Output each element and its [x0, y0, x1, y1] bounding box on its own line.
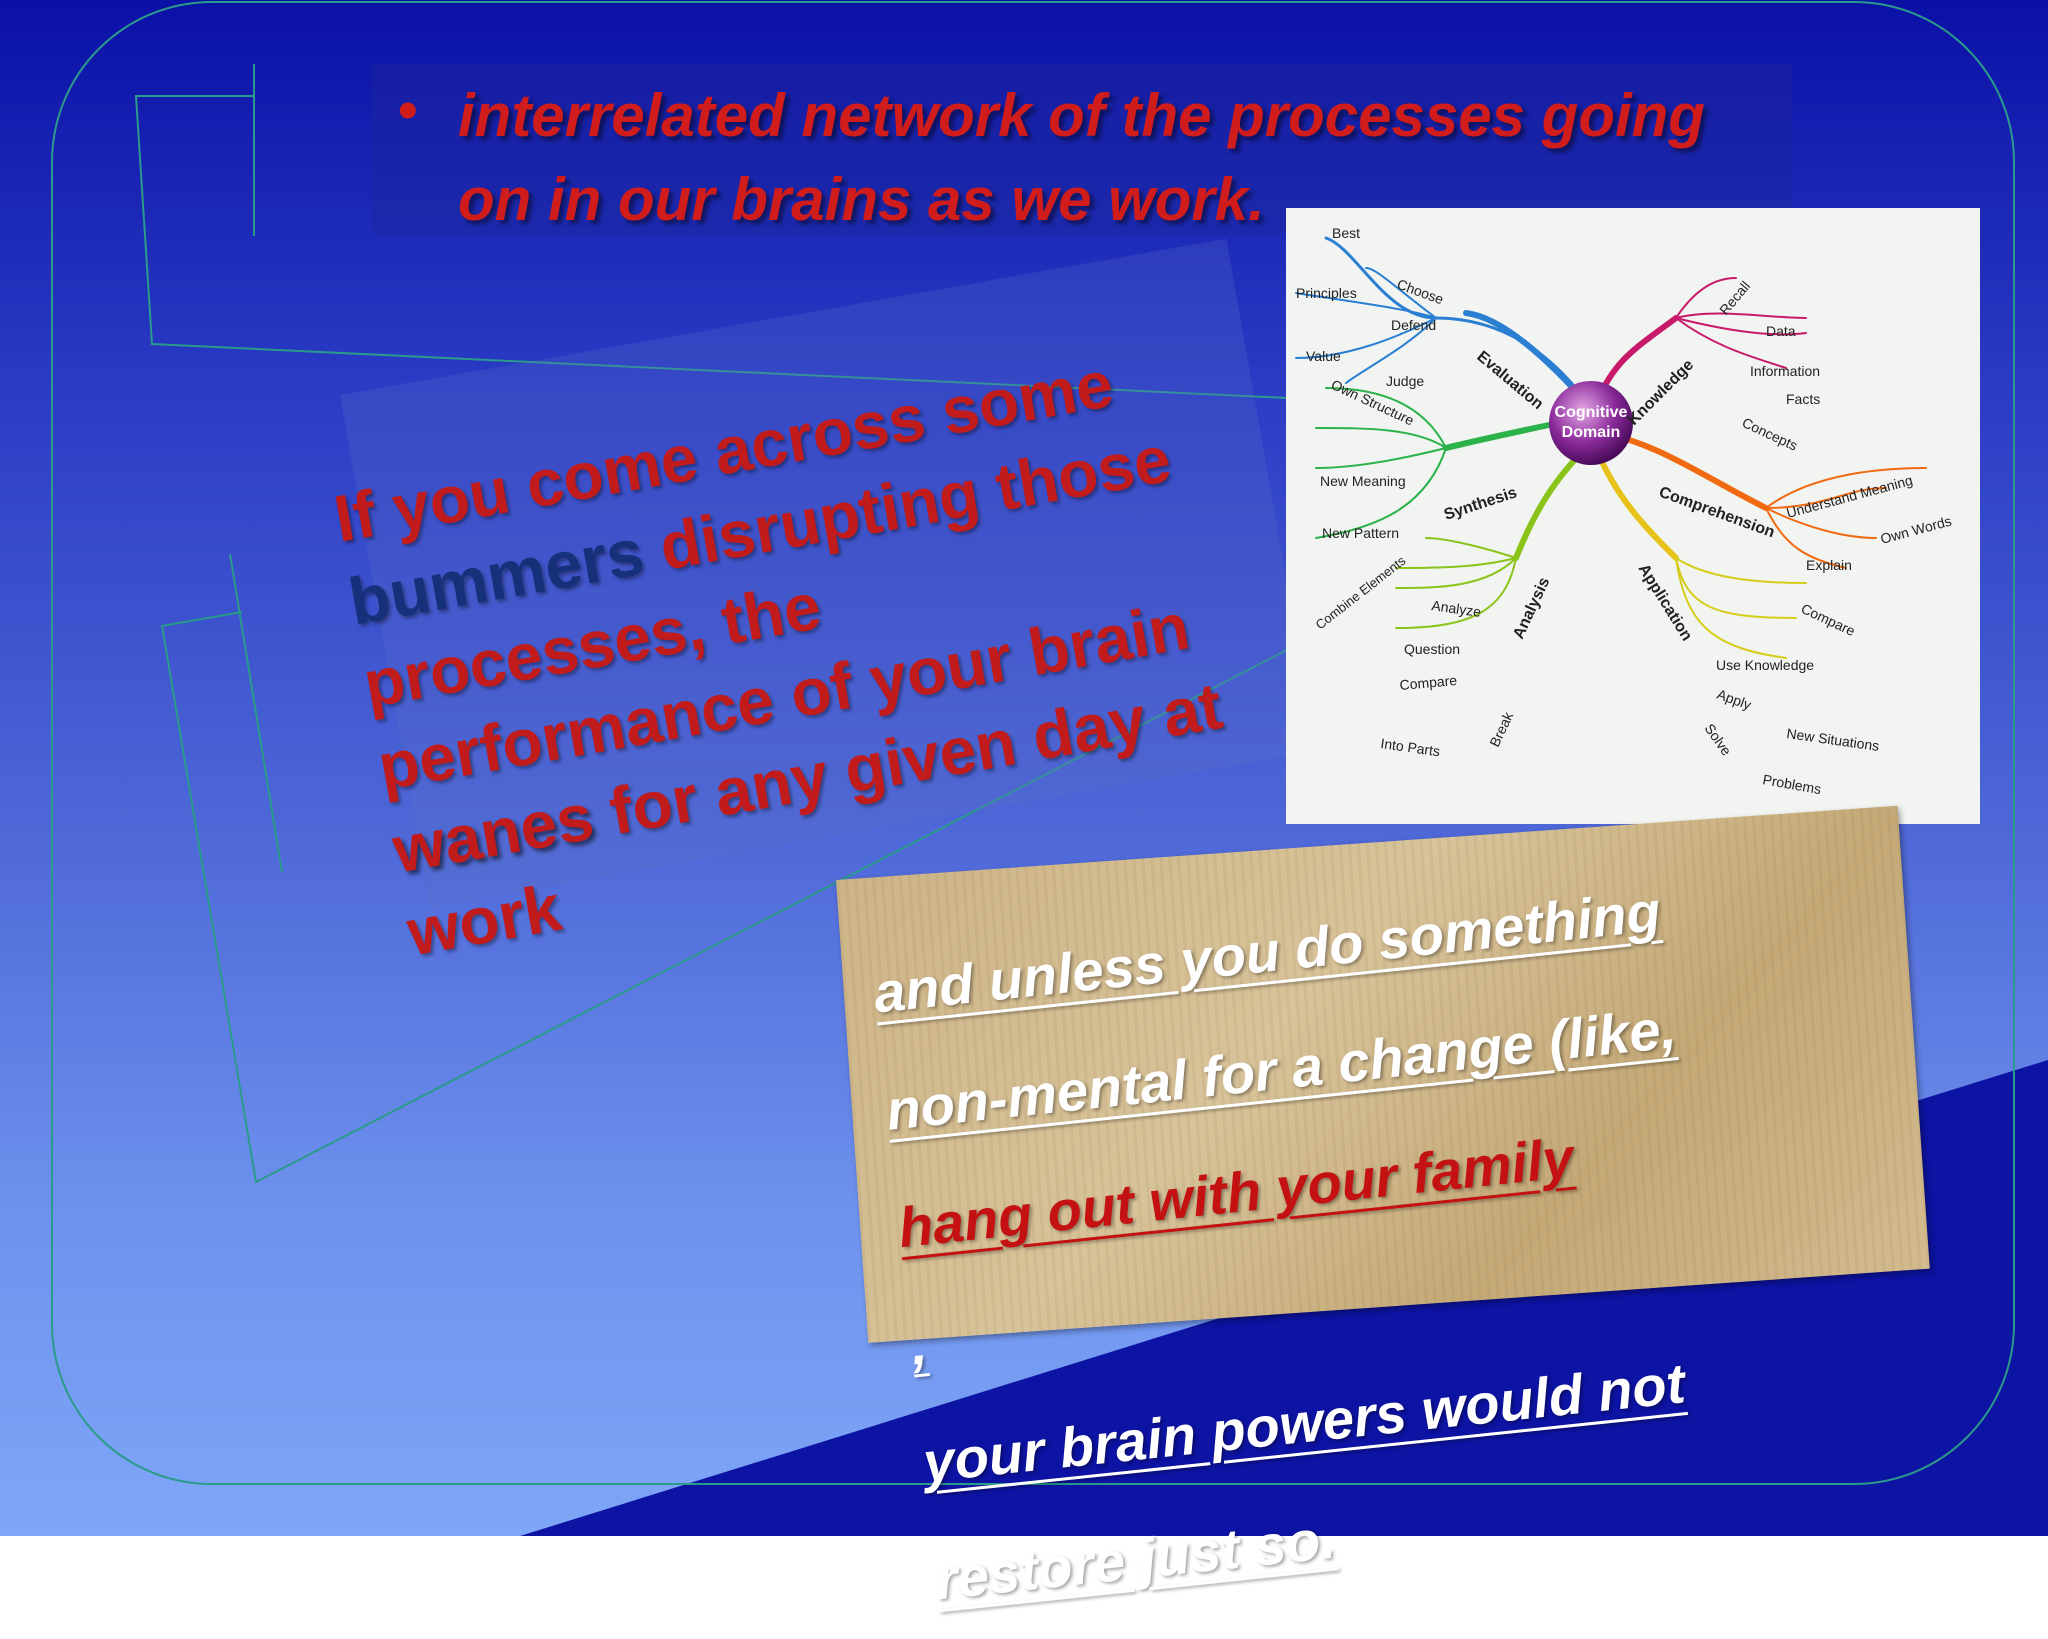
label-into-parts: Into Parts: [1380, 735, 1442, 759]
label-analyze: Analyze: [1431, 597, 1483, 620]
label-new-pattern: New Pattern: [1322, 525, 1399, 541]
mindmap-svg: Cognitive Domain Evaluation Best Choose …: [1295, 225, 1954, 797]
label-explain: Explain: [1806, 557, 1852, 573]
label-understand-meaning: Understand Meaning: [1785, 472, 1915, 521]
label-facts: Facts: [1786, 391, 1820, 407]
connector-line-bottom: [160, 539, 1501, 1184]
center-node: [1549, 381, 1633, 465]
label-choose: Choose: [1395, 276, 1446, 308]
label-knowledge: Knowledge: [1625, 356, 1697, 428]
label-application: Application: [1635, 561, 1696, 644]
label-information: Information: [1750, 363, 1820, 379]
label-data: Data: [1766, 323, 1796, 339]
papyrus-text-block: and unless you do something non-mental f…: [868, 820, 2036, 1639]
label-value: Value: [1306, 348, 1341, 364]
label-comprehension: Comprehension: [1657, 484, 1777, 542]
label-new-situations: New Situations: [1786, 725, 1881, 754]
label-use-knowledge: Use Knowledge: [1716, 657, 1814, 673]
label-best: Best: [1332, 225, 1360, 241]
cognitive-domain-mindmap: Cognitive Domain Evaluation Best Choose …: [1286, 208, 1980, 824]
label-combine-elements: Combine Elements: [1313, 553, 1409, 633]
label-solve: Solve: [1702, 721, 1735, 759]
rounded-frame: [51, 1, 2015, 1485]
bracket-line-lower: [229, 553, 283, 873]
center-label-1: Cognitive: [1555, 404, 1628, 421]
label-evaluation: Evaluation: [1473, 348, 1546, 413]
bullet-text: interrelated network of the processes go…: [458, 82, 1705, 233]
label-own-words: Own Words: [1879, 513, 1954, 547]
label-synthesis: Synthesis: [1442, 484, 1519, 524]
label-new-meaning: New Meaning: [1320, 473, 1406, 489]
label-compare-c: Compare: [1799, 600, 1858, 639]
label-problems: Problems: [1761, 771, 1822, 797]
label-judge: Judge: [1386, 373, 1424, 389]
label-principles: Principles: [1296, 285, 1357, 301]
label-break: Break: [1486, 708, 1516, 749]
bullet-marker: •: [398, 78, 418, 141]
label-compare-a: Compare: [1399, 672, 1458, 693]
label-analysis: Analysis: [1510, 575, 1553, 642]
center-label-2: Domain: [1562, 424, 1621, 441]
label-recall: Recall: [1716, 278, 1753, 318]
bullet-box: [372, 64, 1792, 234]
label-defend: Defend: [1391, 317, 1436, 333]
label-apply: Apply: [1715, 686, 1753, 713]
label-concepts: Concepts: [1740, 414, 1800, 454]
label-question: Question: [1404, 641, 1460, 657]
connector-line-top: [134, 95, 1583, 413]
